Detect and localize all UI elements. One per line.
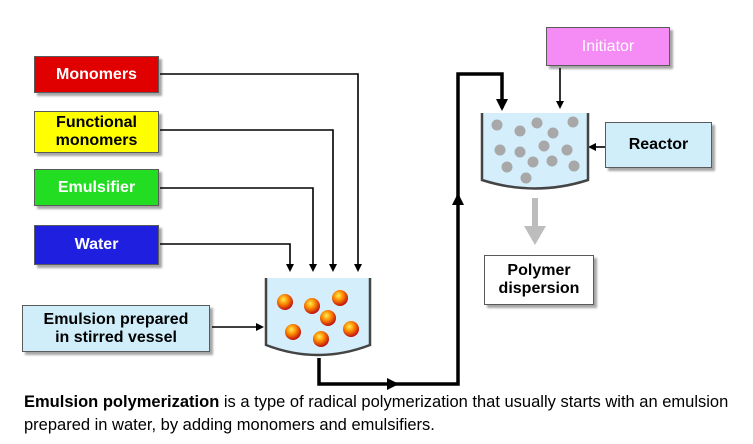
reactor-label: Reactor <box>628 136 689 154</box>
functional-label-line1: Functional <box>56 114 137 132</box>
particle <box>501 161 513 173</box>
emulsifier-label: Emulsifier <box>57 178 136 196</box>
particle <box>568 160 580 172</box>
droplet <box>320 310 336 326</box>
monomers-label: Monomers <box>56 65 137 83</box>
emulsifier-box: Emulsifier <box>34 169 159 206</box>
flow-line-up <box>396 193 464 386</box>
caption: Emulsion polymerization is a type of rad… <box>24 391 744 437</box>
polymer-particles <box>491 116 580 184</box>
particle <box>520 172 532 184</box>
emulsion-droplets <box>277 290 359 347</box>
particle <box>527 156 539 168</box>
particle <box>561 144 573 156</box>
particle <box>491 119 503 131</box>
droplet <box>313 331 329 347</box>
caption-text: is a type of radical polymerization that… <box>24 393 729 434</box>
droplet <box>343 321 359 337</box>
initiator-label: Initiator <box>581 37 635 55</box>
water-box: Water <box>34 225 159 265</box>
emulsion-label-line2: in stirred vessel <box>55 328 177 346</box>
droplet <box>285 324 301 340</box>
monomers-connector <box>160 73 362 272</box>
particle <box>547 127 559 139</box>
reactor-box: Reactor <box>605 122 712 168</box>
polymer-label-line1: Polymer <box>507 262 571 280</box>
droplet <box>332 290 348 306</box>
droplet <box>277 294 293 310</box>
flow-line-bottom <box>317 358 399 390</box>
particle <box>514 146 526 158</box>
emulsion-label-line1: Emulsion prepared <box>43 310 189 328</box>
particle <box>567 116 579 128</box>
particle <box>494 144 506 156</box>
emulsifier-connector <box>160 187 317 272</box>
caption-term: Emulsion polymerization <box>24 393 220 411</box>
particle <box>538 140 550 152</box>
particle <box>514 125 526 137</box>
water-connector <box>160 243 294 272</box>
water-label: Water <box>74 236 119 254</box>
droplet <box>304 298 320 314</box>
initiator-box: Initiator <box>546 27 670 66</box>
flow-line-top <box>456 72 508 200</box>
functional-label-line2: monomers <box>55 132 138 149</box>
particle <box>531 117 543 129</box>
monomers-box: Monomers <box>34 56 159 93</box>
emulsion-prepared-box: Emulsion prepared in stirred vessel <box>22 305 210 352</box>
functional-monomers-box: Functional monomers <box>34 111 159 153</box>
particle <box>546 155 558 167</box>
polymer-label-line2: dispersion <box>498 280 580 297</box>
output-arrowhead <box>524 226 546 245</box>
polymer-dispersion-box: Polymer dispersion <box>484 255 594 305</box>
functional-connector <box>160 129 337 272</box>
